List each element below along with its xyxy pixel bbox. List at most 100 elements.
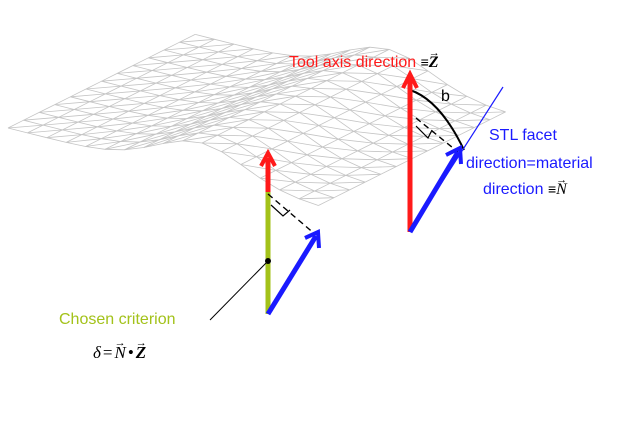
mesh-edge: [144, 95, 160, 104]
mesh-edge: [163, 102, 199, 108]
mesh-edge: [85, 85, 122, 90]
mesh-edge: [229, 109, 246, 118]
mesh-edge: [249, 76, 285, 88]
mesh-edge: [322, 146, 358, 152]
mesh-edge: [144, 103, 164, 108]
mesh-edge: [345, 88, 366, 103]
mesh-edge: [264, 103, 281, 113]
mesh-edge: [206, 108, 222, 117]
mesh-edge: [152, 70, 172, 76]
mesh-edge: [252, 135, 288, 142]
mesh-edge: [310, 166, 327, 175]
mesh-edge: [132, 117, 168, 124]
mesh-edge: [202, 102, 219, 112]
mesh-edge: [354, 54, 374, 58]
mesh-edge: [396, 86, 417, 101]
mesh-edge: [171, 67, 188, 76]
mesh-edge: [159, 95, 180, 101]
mesh-edge: [198, 46, 219, 53]
mesh-edge: [279, 189, 315, 192]
mesh-edge: [182, 102, 219, 111]
tool-axis-equiv: ≡: [420, 54, 429, 70]
mesh-edge: [365, 93, 382, 103]
mesh-edge: [392, 65, 429, 72]
mesh-edge: [23, 119, 44, 126]
mesh-edge: [489, 111, 506, 121]
mesh-edge: [357, 64, 394, 67]
mesh-edge: [376, 158, 413, 161]
mesh-edge: [217, 100, 238, 104]
mesh-edge: [167, 110, 203, 119]
mesh-edge: [221, 104, 242, 109]
mesh-edge: [225, 109, 246, 113]
mesh-edge: [342, 72, 378, 74]
mesh-edge: [256, 93, 277, 98]
mesh-edge: [237, 92, 254, 102]
mesh-edge: [74, 106, 110, 110]
mesh-edge: [117, 73, 137, 79]
mesh-edge: [342, 72, 362, 82]
mesh-edge: [206, 104, 242, 117]
formula-n: N: [115, 334, 127, 362]
mesh-edge: [279, 181, 296, 191]
mesh-edge: [377, 65, 394, 74]
mesh-edge: [109, 103, 145, 107]
mesh-edge: [229, 79, 265, 88]
mesh-edge: [202, 100, 238, 112]
left-projection-dashed-line: [267, 193, 317, 236]
mesh-edge: [314, 104, 335, 119]
mesh-edge: [213, 124, 234, 128]
mesh-edge: [112, 114, 149, 120]
mesh-edge: [218, 48, 254, 53]
mesh-edge: [338, 131, 354, 140]
mesh-edge: [77, 113, 94, 123]
mesh-edge: [283, 120, 304, 134]
mesh-edge: [299, 65, 320, 70]
mesh-edge: [326, 158, 343, 167]
mesh-edge: [319, 57, 335, 66]
mesh-edge: [330, 175, 346, 184]
mesh-edge: [454, 112, 471, 122]
mesh-edge: [241, 60, 258, 69]
mesh-edge: [276, 55, 293, 64]
mesh-edge: [179, 38, 215, 43]
mesh-edge: [384, 115, 421, 121]
mesh-edge: [128, 110, 149, 116]
mesh-edge: [214, 87, 250, 96]
mesh-edge: [81, 130, 117, 135]
mesh-edge: [365, 173, 381, 183]
mesh-edge: [256, 148, 273, 158]
tool-axis-text: Tool axis direction: [289, 54, 417, 71]
mesh-edge: [148, 57, 168, 64]
mesh-edge: [287, 72, 304, 82]
mesh-edge: [42, 121, 79, 126]
mesh-edge: [101, 138, 121, 142]
mesh-edge: [159, 135, 179, 141]
right-right-angle-marker: [415, 125, 433, 140]
mesh-edge: [101, 133, 137, 140]
mesh-edge: [58, 109, 75, 118]
mesh-edge: [275, 170, 296, 183]
mesh-edge: [330, 181, 366, 184]
mesh-edge: [163, 49, 184, 56]
mesh-edge: [303, 132, 339, 140]
mesh-edge: [373, 142, 409, 145]
mesh-edge: [373, 56, 394, 67]
mesh-edge: [183, 54, 203, 61]
mesh-edge: [101, 77, 137, 82]
mesh-edge: [248, 111, 265, 120]
mesh-edge: [322, 62, 339, 71]
mesh-edge: [58, 116, 79, 123]
mesh-edge: [152, 67, 188, 71]
mesh-edge: [97, 118, 114, 128]
mesh-edge: [431, 84, 448, 93]
mesh-edge: [182, 134, 218, 142]
mesh-edge: [221, 96, 257, 109]
mesh-edge: [248, 119, 269, 129]
mesh-edge: [93, 106, 110, 115]
mesh-edge: [7, 124, 44, 129]
mesh-edge: [248, 119, 284, 121]
mesh-edge: [190, 119, 211, 125]
stl-symbol: N: [556, 171, 567, 199]
mesh-edge: [104, 148, 125, 151]
